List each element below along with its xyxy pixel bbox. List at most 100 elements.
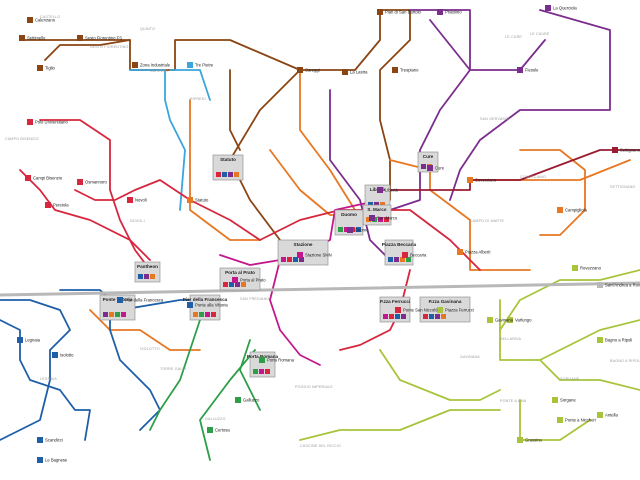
station-s49[interactable] bbox=[597, 282, 603, 288]
line-badge bbox=[229, 282, 234, 287]
district-label: QUINTO bbox=[140, 27, 155, 31]
line-badge bbox=[388, 257, 393, 262]
line-badge bbox=[138, 274, 143, 279]
hub-label: Cure bbox=[423, 154, 434, 159]
line-badge bbox=[356, 227, 361, 232]
station-s26[interactable] bbox=[232, 277, 238, 283]
station-marker bbox=[17, 337, 23, 343]
station-s25[interactable] bbox=[572, 265, 578, 271]
line-gray bbox=[0, 281, 640, 297]
station-s17[interactable] bbox=[77, 179, 83, 185]
station-s48[interactable] bbox=[557, 417, 563, 423]
station-s50[interactable] bbox=[507, 317, 513, 323]
line-red bbox=[19, 169, 151, 261]
station-s46[interactable] bbox=[517, 437, 523, 443]
station-marker bbox=[545, 5, 551, 11]
line-darkred bbox=[379, 149, 640, 191]
station-s45[interactable] bbox=[552, 397, 558, 403]
station-s22[interactable] bbox=[467, 177, 473, 183]
station-s2[interactable] bbox=[19, 35, 25, 41]
station-s4[interactable] bbox=[37, 65, 43, 71]
district-label: SAN FREDIANO bbox=[240, 297, 269, 301]
station-s28[interactable] bbox=[369, 215, 375, 221]
station-s19[interactable] bbox=[187, 197, 193, 203]
district-label: CAREGGI bbox=[150, 69, 168, 73]
station-label: Libertà bbox=[385, 188, 398, 193]
hub-h7[interactable]: Porta al Prato bbox=[219, 267, 261, 291]
station-marker bbox=[45, 202, 51, 208]
station-s3[interactable] bbox=[77, 35, 83, 41]
line-badge bbox=[115, 312, 120, 317]
station-marker bbox=[259, 357, 265, 363]
station-label: Peretola bbox=[53, 203, 69, 208]
station-label: Scandicci bbox=[45, 438, 63, 443]
station-s39[interactable] bbox=[207, 427, 213, 433]
station-label: La Lastra bbox=[350, 70, 368, 75]
station-s16[interactable] bbox=[25, 175, 31, 181]
station-label: Certosa bbox=[215, 428, 230, 433]
station-s44[interactable] bbox=[37, 457, 43, 463]
station-s15[interactable] bbox=[45, 202, 51, 208]
station-marker bbox=[19, 35, 25, 41]
line-badge bbox=[259, 369, 264, 374]
district-label: POGGIO IMPERIALE bbox=[295, 385, 333, 389]
station-s35[interactable] bbox=[395, 307, 401, 313]
station-s34[interactable] bbox=[187, 302, 193, 308]
station-s41[interactable] bbox=[17, 337, 23, 343]
line-purple bbox=[449, 9, 611, 201]
station-label: Antella bbox=[605, 413, 618, 418]
line-lime bbox=[539, 359, 640, 391]
hub-h13[interactable]: P.zza Gavinana bbox=[419, 296, 471, 323]
station-s14[interactable] bbox=[517, 67, 523, 73]
line-badge bbox=[299, 257, 304, 262]
station-s47[interactable] bbox=[597, 412, 603, 418]
station-s1[interactable] bbox=[27, 17, 33, 23]
station-s6[interactable] bbox=[187, 62, 193, 68]
station-s42[interactable] bbox=[52, 352, 58, 358]
hub-h10[interactable]: Pier della Francesca bbox=[183, 294, 228, 321]
station-s23[interactable] bbox=[612, 147, 618, 153]
station-s13[interactable] bbox=[545, 5, 551, 11]
district-label: SETTIGNANO bbox=[610, 185, 635, 189]
hub-h8[interactable]: Piazza Beccaria bbox=[382, 239, 417, 266]
station-s27[interactable] bbox=[297, 252, 303, 258]
station-s37[interactable] bbox=[487, 317, 493, 323]
line-badge bbox=[374, 202, 379, 207]
station-marker bbox=[612, 147, 618, 153]
hub-h12[interactable]: P.zza Ferrucci bbox=[379, 296, 411, 323]
station-label: Campi Bisenzio bbox=[33, 176, 63, 181]
line-orange bbox=[299, 69, 356, 211]
station-s21[interactable] bbox=[427, 165, 433, 171]
station-s43[interactable] bbox=[37, 437, 43, 443]
hub-h1[interactable]: Statuto bbox=[212, 154, 244, 181]
station-s5[interactable] bbox=[132, 62, 138, 68]
station-s20[interactable] bbox=[377, 187, 383, 193]
station-marker bbox=[77, 35, 83, 41]
station-marker bbox=[187, 302, 193, 308]
station-s30[interactable] bbox=[402, 252, 408, 258]
station-s11[interactable] bbox=[377, 9, 383, 15]
district-label: BAGNO A RIPOLI bbox=[610, 359, 640, 363]
station-label: Cure bbox=[435, 166, 445, 171]
line-badge bbox=[281, 257, 286, 262]
station-s24[interactable] bbox=[557, 207, 563, 213]
station-s9[interactable] bbox=[342, 69, 348, 75]
station-s10[interactable] bbox=[392, 67, 398, 73]
station-s12[interactable] bbox=[437, 9, 443, 15]
station-s32[interactable] bbox=[117, 297, 123, 303]
station-s36[interactable] bbox=[437, 307, 443, 313]
station-s31[interactable] bbox=[457, 249, 463, 255]
station-marker bbox=[37, 457, 43, 463]
station-label: Grassina bbox=[525, 438, 542, 443]
station-s33[interactable] bbox=[259, 357, 265, 363]
station-s29[interactable] bbox=[347, 227, 353, 233]
station-s40[interactable] bbox=[597, 337, 603, 343]
station-s38[interactable] bbox=[235, 397, 241, 403]
station-s8[interactable] bbox=[297, 67, 303, 73]
line-badge bbox=[423, 314, 428, 319]
station-s7[interactable] bbox=[27, 119, 33, 125]
station-s18[interactable] bbox=[127, 197, 133, 203]
hub-h11[interactable]: Porta Romana bbox=[247, 351, 279, 378]
hub-h14[interactable]: Pantheon bbox=[134, 261, 161, 283]
